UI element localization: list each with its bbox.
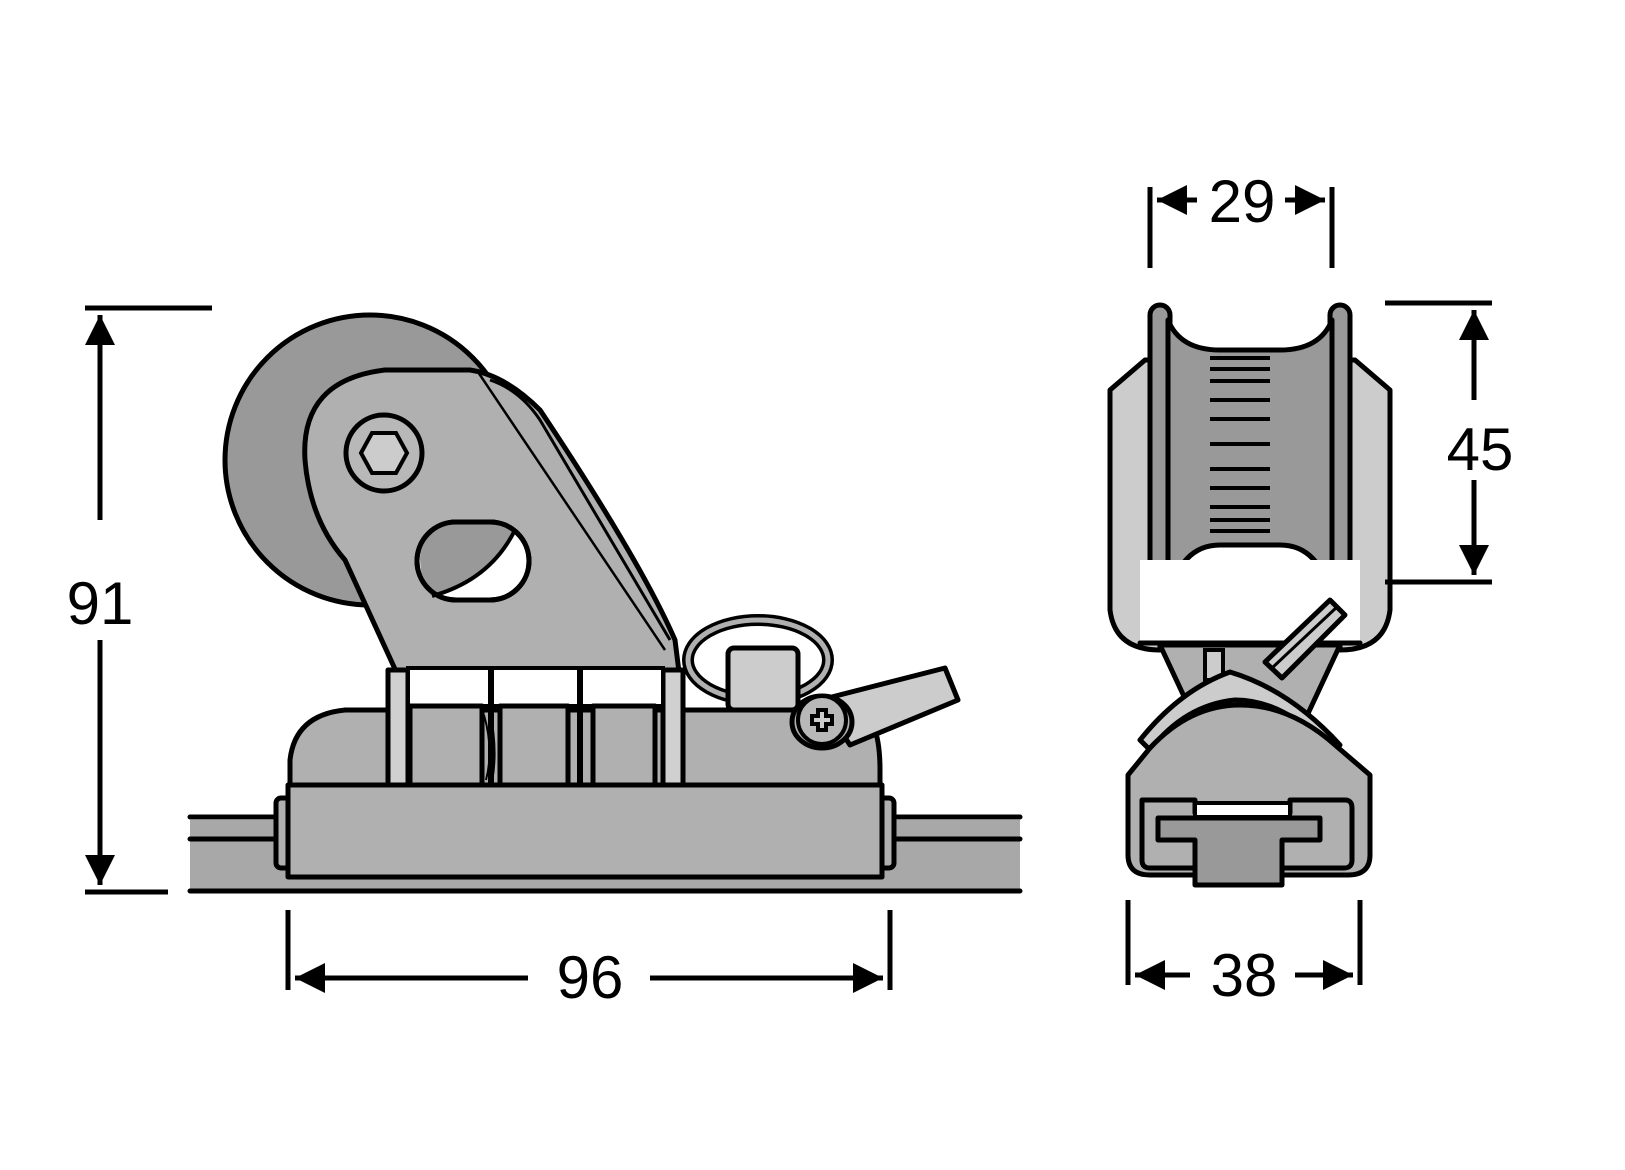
dimension-overall-height: 91 bbox=[67, 305, 212, 895]
dimension-car-length: 96 bbox=[285, 910, 893, 1011]
track-profile bbox=[1139, 797, 1355, 888]
bracket-and-springs bbox=[385, 666, 686, 789]
dimension-sheave-width: 29 bbox=[1147, 168, 1335, 268]
end-view bbox=[1107, 302, 1393, 888]
release-lever bbox=[789, 665, 961, 751]
dim-label-45: 45 bbox=[1447, 416, 1514, 483]
car-body-lower bbox=[273, 782, 897, 880]
dim-label-29: 29 bbox=[1209, 168, 1276, 235]
side-view bbox=[187, 312, 1023, 894]
dim-label-91: 91 bbox=[67, 570, 134, 637]
slot bbox=[414, 519, 532, 603]
dimension-sheave-height: 45 bbox=[1385, 300, 1514, 585]
sheave-end bbox=[1147, 302, 1353, 618]
dim-label-38: 38 bbox=[1211, 942, 1278, 1009]
dimension-car-width: 38 bbox=[1125, 900, 1363, 1009]
dim-label-96: 96 bbox=[557, 944, 624, 1011]
hex-bolt-icon bbox=[343, 412, 425, 494]
lever-end bbox=[1262, 597, 1348, 681]
stopper-pin bbox=[682, 614, 834, 713]
